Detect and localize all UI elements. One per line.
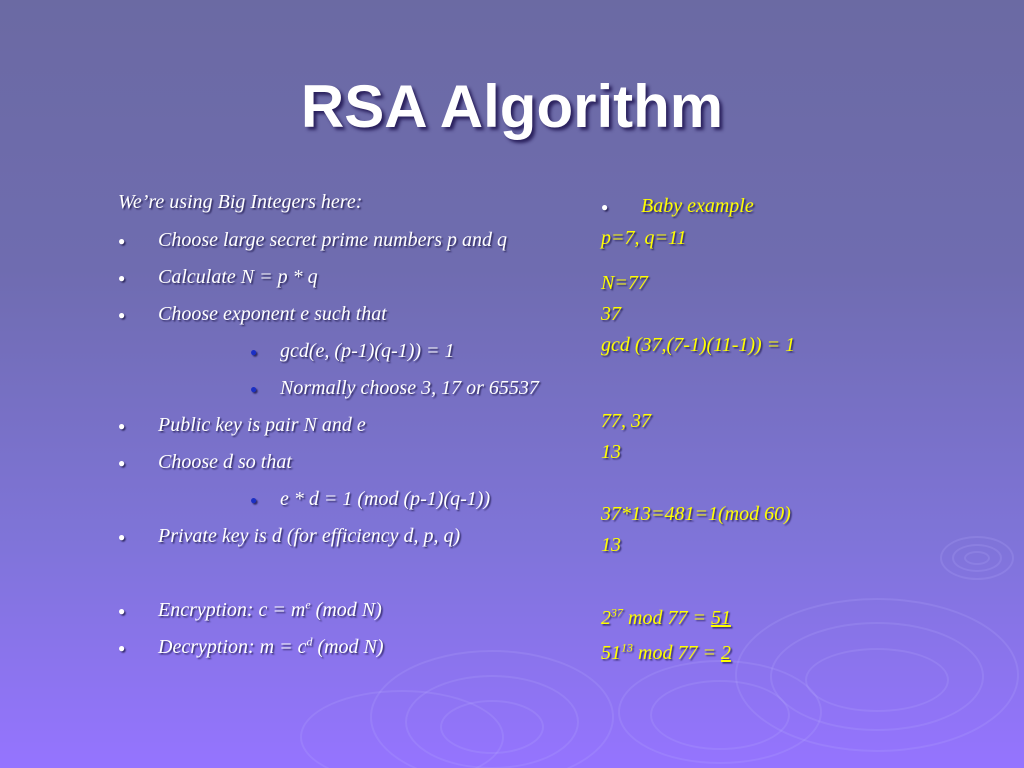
bullet-dot-icon: ● <box>118 456 126 470</box>
decryption-exponent: d <box>306 634 313 649</box>
example-dec-result: 2 <box>720 642 731 664</box>
bullet-dot-icon: ● <box>118 419 126 433</box>
bullet-choose-exponent: Choose exponent e such that <box>158 303 387 325</box>
example-e: 37 <box>601 303 621 325</box>
example-enc-base: 2 <box>601 607 611 629</box>
example-enc-result: 51 <box>710 607 731 629</box>
bullet-public-key: Public key is pair N and e <box>158 414 366 436</box>
encryption-exponent: e <box>305 597 311 612</box>
example-enc-exponent: 37 <box>611 605 623 620</box>
sub-bullet-ed: e * d = 1 (mod (p-1)(q-1)) <box>280 488 491 510</box>
example-dec-base: 51 <box>601 642 621 664</box>
example-n: N=77 <box>601 272 648 294</box>
example-d-repeat: 13 <box>601 534 621 556</box>
example-d: 13 <box>601 441 621 463</box>
intro-text: We’re using Big Integers here: <box>118 191 363 213</box>
encryption-mod: (mod N) <box>310 599 382 621</box>
bullet-dot-icon: ● <box>118 271 126 285</box>
example-dec-exponent: 13 <box>621 640 633 655</box>
sub-bullet-gcd: gcd(e, (p-1)(q-1)) = 1 <box>280 340 455 362</box>
sub-bullet-dot-icon: ● <box>250 345 258 359</box>
example-check: 37*13=481=1(mod 60) <box>601 503 791 525</box>
bullet-dot-icon: ● <box>118 604 126 618</box>
bullet-choose-d: Choose d so that <box>158 451 292 473</box>
example-dec-mod: mod 77 = <box>633 642 721 664</box>
decryption-text: Decryption: m = c <box>158 636 307 658</box>
example-enc-mod: mod 77 = <box>623 607 711 629</box>
example-encryption: 237 mod 77 = 51 <box>601 606 731 630</box>
bullet-private-key: Private key is d (for efficiency d, p, q… <box>158 525 461 547</box>
decryption-mod: (mod N) <box>312 636 384 658</box>
bullet-dot-icon: ● <box>118 308 126 322</box>
bullet-dot-icon: ● <box>118 234 126 248</box>
baby-example-heading: Baby example <box>641 195 754 217</box>
bullet-dot-icon: ● <box>118 530 126 544</box>
bullet-dot-icon: ● <box>601 200 609 214</box>
example-decryption: 5113 mod 77 = 2 <box>601 641 731 665</box>
sub-bullet-dot-icon: ● <box>250 493 258 507</box>
example-public-key: 77, 37 <box>601 410 651 432</box>
bullet-dot-icon: ● <box>118 641 126 655</box>
bullet-encryption: Encryption: c = me (mod N) <box>158 598 382 622</box>
bullet-calculate-n: Calculate N = p * q <box>158 266 318 288</box>
example-pq: p=7, q=11 <box>601 227 687 249</box>
example-gcd: gcd (37,(7-1)(11-1)) = 1 <box>601 334 796 356</box>
bullet-decryption: Decryption: m = cd (mod N) <box>158 635 384 659</box>
bullet-choose-primes: Choose large secret prime numbers p and … <box>158 229 508 251</box>
sub-bullet-normally: Normally choose 3, 17 or 65537 <box>280 377 539 399</box>
sub-bullet-dot-icon: ● <box>250 382 258 396</box>
encryption-text: Encryption: c = m <box>158 599 306 621</box>
slide-title: RSA Algorithm <box>300 73 724 140</box>
